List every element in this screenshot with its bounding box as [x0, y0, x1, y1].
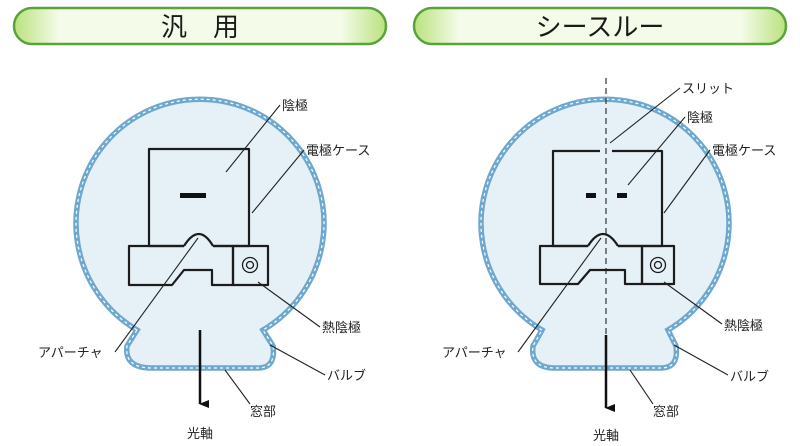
title-pill-right: シースルー: [412, 6, 788, 46]
hot-cathode-box-left: [231, 244, 270, 287]
label-cathode-right: 陰極: [687, 110, 713, 126]
title-pill-left: 汎 用: [12, 6, 388, 46]
label-cathode-left: 陰極: [282, 98, 308, 114]
label-slit-right: スリット: [682, 82, 734, 97]
label-bulb-right: バルブ: [730, 369, 769, 385]
label-window-right: 窓部: [653, 404, 679, 420]
aperture-right: [587, 232, 619, 247]
label-hot-cathode-right: 熱陰極: [724, 318, 763, 334]
label-aperture-right: アパーチャ: [442, 346, 507, 361]
aperture-left: [183, 232, 214, 247]
title-right: シースルー: [536, 13, 665, 43]
labels-left: 陰極 電極ケース 熱陰極 アパーチャ バルブ 窓部 光軸: [38, 98, 370, 442]
lower-case-right: [538, 244, 642, 286]
label-bulb-left: バルブ: [327, 368, 366, 384]
label-optical-axis-right: 光軸: [593, 429, 619, 444]
cathode-bar-right-a: [586, 193, 596, 198]
cathode-bar-left: [180, 193, 206, 198]
label-window-left: 窓部: [250, 404, 276, 420]
label-aperture-left: アパーチャ: [38, 346, 103, 361]
hot-cathode-coil-right: [649, 256, 667, 274]
lamp-general: [73, 96, 327, 408]
label-electrode-case-left: 電極ケース: [306, 143, 370, 159]
label-optical-axis-left: 光軸: [187, 427, 213, 442]
lamp-see-through: [478, 78, 732, 412]
lower-case-left: [127, 244, 233, 287]
cathode-bar-right-b: [617, 193, 627, 198]
label-hot-cathode-left: 熱陰極: [322, 320, 361, 336]
label-electrode-case-right: 電極ケース: [712, 143, 776, 159]
title-left: 汎 用: [161, 13, 239, 43]
hot-cathode-box-right: [640, 244, 676, 286]
hot-cathode-coil-left: [241, 256, 259, 274]
labels-right: スリット 陰極 電極ケース 熱陰極 アパーチャ バルブ 窓部 光軸: [442, 82, 776, 444]
